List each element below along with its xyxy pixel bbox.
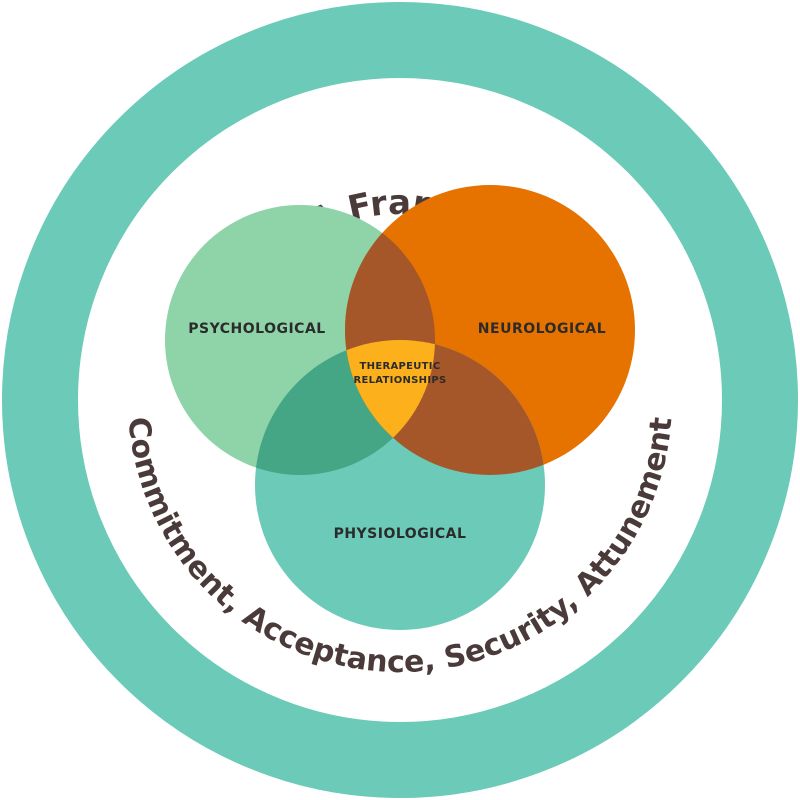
psych-physio-overlap xyxy=(255,340,435,475)
psych-physio-overlap-group xyxy=(255,340,435,475)
physiological-label: PHYSIOLOGICAL xyxy=(334,526,467,542)
therapeutic-label-line1: THERAPEUTIC xyxy=(360,361,441,372)
neuro-physio-overlap-group xyxy=(345,340,545,475)
psychological-label: PSYCHOLOGICAL xyxy=(188,321,325,337)
neurological-label: NEUROLOGICAL xyxy=(478,321,606,337)
therapeutic-label-line2: RELATIONSHIPS xyxy=(353,375,446,386)
neuro-physio-overlap xyxy=(345,340,545,475)
